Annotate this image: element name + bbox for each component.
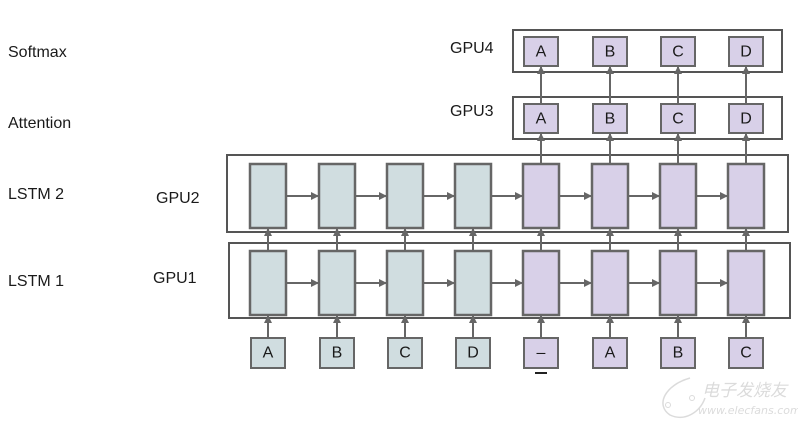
- attention-output-label: B: [605, 111, 616, 128]
- attention-output-label: C: [672, 111, 684, 128]
- watermark-title: 电子发烧友: [702, 381, 789, 401]
- gpu-label-gpu3: GPU3: [450, 103, 494, 120]
- gpu-label-gpu2: GPU2: [156, 190, 200, 207]
- connection-arrows: [264, 66, 750, 337]
- attention-output-box: [523, 103, 559, 134]
- softmax-output-label: A: [536, 44, 547, 61]
- lstm2-cell: [317, 162, 357, 230]
- softmax-output-box: [728, 36, 764, 67]
- input-token-box: [728, 337, 764, 369]
- input-token-box: [387, 337, 423, 369]
- softmax-output-box: [523, 36, 559, 67]
- gpu1-frame: [228, 242, 791, 319]
- gpu3-frame: [512, 96, 783, 140]
- lstm1-cell: [317, 249, 357, 317]
- attention-output-box: [660, 103, 696, 134]
- lstm2-cells: [248, 162, 766, 230]
- lstm1-cell: [385, 249, 425, 317]
- attention-output-box: [728, 103, 764, 134]
- layer-label-softmax: Softmax: [8, 44, 67, 61]
- watermark: 电子发烧友 www.elecfans.com: [662, 377, 798, 419]
- softmax-output-label: C: [672, 44, 684, 61]
- lstm2-cell: [385, 162, 425, 230]
- input-token-box: [455, 337, 491, 369]
- gpu4-frame: [512, 29, 783, 73]
- input-token-label: C: [399, 345, 411, 362]
- layer-label-lstm2: LSTM 2: [8, 186, 64, 203]
- lstm2-cell: [726, 162, 766, 230]
- softmax-output-label: D: [740, 44, 752, 61]
- softmax-outputs: A B C D: [523, 36, 764, 67]
- watermark-url: www.elecfans.com: [698, 404, 798, 417]
- input-token-label: D: [467, 345, 479, 362]
- watermark-dot-icon: [665, 402, 671, 408]
- input-token-label: –: [537, 345, 546, 362]
- gpu2-frame: [226, 154, 789, 233]
- gpu-label-gpu1: GPU1: [153, 270, 197, 287]
- lstm1-cell: [658, 249, 698, 317]
- lstm1-cell: [521, 249, 561, 317]
- lstm2-cell: [453, 162, 493, 230]
- input-token-label: B: [332, 345, 343, 362]
- input-token-label: A: [263, 345, 274, 362]
- lstm1-cell: [453, 249, 493, 317]
- softmax-output-box: [592, 36, 628, 67]
- attention-output-label: A: [536, 111, 547, 128]
- layer-label-attention: Attention: [8, 115, 71, 132]
- lstm1-cells: [248, 249, 766, 317]
- lstm2-cell: [248, 162, 288, 230]
- lstm1-cell: [248, 249, 288, 317]
- watermark-dot-icon: [689, 395, 695, 401]
- watermark-logo-icon: [662, 377, 706, 419]
- attention-output-label: D: [740, 111, 752, 128]
- lstm1-cell: [590, 249, 630, 317]
- input-token-box: [319, 337, 355, 369]
- lstm2-cell: [521, 162, 561, 230]
- lstm2-cell: [658, 162, 698, 230]
- input-token-box: [660, 337, 696, 369]
- lstm2-cell: [590, 162, 630, 230]
- input-token-box: [592, 337, 628, 369]
- softmax-output-box: [660, 36, 696, 67]
- layer-label-lstm1: LSTM 1: [8, 273, 64, 290]
- input-token-box: [523, 337, 559, 369]
- input-token-label: C: [740, 345, 752, 362]
- softmax-output-label: B: [605, 44, 616, 61]
- attention-output-box: [592, 103, 628, 134]
- lstm1-cell: [726, 249, 766, 317]
- input-token-box: [250, 337, 286, 369]
- input-token-label: A: [605, 345, 616, 362]
- input-token-label: B: [673, 345, 684, 362]
- attention-outputs: A B C D: [523, 103, 764, 134]
- gpu-label-gpu4: GPU4: [450, 40, 494, 57]
